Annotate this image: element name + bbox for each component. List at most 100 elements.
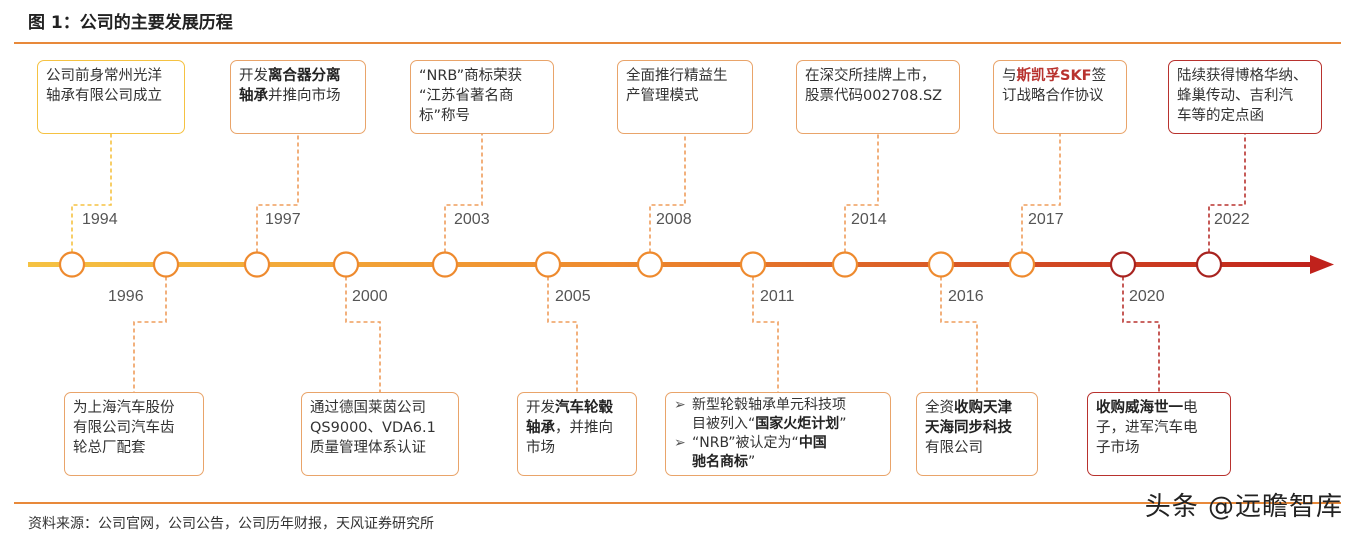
event-line: 通过德国莱茵公司 — [310, 398, 450, 418]
event-text: 目被列入“ — [692, 416, 756, 432]
event-text-emphasis: 汽车轮毂 — [555, 400, 613, 416]
year-label-1997: 1997 — [265, 211, 301, 228]
year-label-2016: 2016 — [948, 288, 984, 305]
event-line: 为上海汽车股份 — [73, 398, 195, 418]
connector-2011 — [752, 276, 779, 392]
event-line: “江苏省著名商 — [419, 86, 545, 106]
event-line: 轴承有限公司成立 — [46, 86, 176, 106]
year-label-1996: 1996 — [108, 288, 144, 305]
event-text: 订战略合作协议 — [1002, 88, 1104, 104]
event-line: 蜂巢传动、吉利汽 — [1177, 86, 1313, 106]
event-text: 开发 — [239, 68, 268, 84]
event-text: 蜂巢传动、吉利汽 — [1177, 88, 1293, 104]
event-text: 陆续获得博格华纳、 — [1177, 68, 1308, 84]
year-label-2005: 2005 — [555, 288, 591, 305]
event-line: 天海同步科技 — [925, 418, 1029, 438]
year-label-2011: 2011 — [760, 288, 795, 305]
event-line: 标”称号 — [419, 106, 545, 126]
event-text: 全资 — [925, 400, 954, 416]
event-text: 产管理模式 — [626, 88, 699, 104]
event-text: 通过德国莱茵公司 — [310, 400, 426, 416]
connector-2016 — [940, 276, 978, 392]
event-line: 轴承并推向市场 — [239, 86, 357, 106]
event-text: 股票代码002708.SZ — [805, 88, 943, 104]
bullet-text: 新型轮毂轴承单元科技项 — [692, 396, 846, 415]
figure-title: 图 1：公司的主要发展历程 — [28, 13, 233, 33]
event-text-emphasis: 斯凯孚SKF — [1016, 68, 1092, 84]
bullet-line: 目被列入“国家火炬计划” — [674, 415, 882, 434]
event-box-2022: 陆续获得博格华纳、蜂巢传动、吉利汽车等的定点函 — [1168, 60, 1322, 134]
event-text-emphasis: 天海同步科技 — [925, 420, 1012, 436]
event-text-emphasis: 离合器分离 — [268, 68, 341, 84]
bullet-arrow-icon: ➢ — [674, 397, 686, 413]
timeline-axis — [28, 262, 1313, 267]
event-line: 子市场 — [1096, 438, 1222, 458]
event-text: 市场 — [526, 440, 555, 456]
event-text-emphasis: 收购威海世一 — [1096, 400, 1183, 416]
node-2011 — [739, 251, 767, 278]
event-text-emphasis: 轴承 — [526, 420, 555, 436]
event-text: ” — [748, 454, 756, 470]
connector-2020 — [1122, 276, 1160, 392]
event-box-1994: 公司前身常州光洋轴承有限公司成立 — [37, 60, 185, 134]
year-label-2003: 2003 — [454, 211, 490, 228]
node-2008 — [636, 251, 664, 278]
event-box-2016: 全资收购天津天海同步科技有限公司 — [916, 392, 1038, 476]
event-box-2008: 全面推行精益生产管理模式 — [617, 60, 753, 134]
event-text: ” — [839, 416, 847, 432]
event-text: 有限公司汽车齿 — [73, 420, 175, 436]
event-text-emphasis: 中国 — [798, 435, 827, 451]
event-text: 子，进军汽车电 — [1096, 420, 1198, 436]
bullet-arrow-icon — [674, 453, 692, 472]
year-label-2000: 2000 — [352, 288, 388, 305]
event-line: 公司前身常州光洋 — [46, 66, 176, 86]
source-note: 资料来源：公司官网，公司公告，公司历年财报，天风证券研究所 — [28, 516, 434, 532]
event-text: 全面推行精益生 — [626, 68, 728, 84]
connector-1996 — [133, 276, 167, 392]
connector-2022 — [1208, 134, 1246, 253]
event-line: QS9000、VDA6.1 — [310, 418, 450, 438]
node-2003 — [431, 251, 459, 278]
node-2014 — [831, 251, 859, 278]
event-line: 产管理模式 — [626, 86, 744, 106]
year-label-2020: 2020 — [1129, 288, 1165, 305]
event-box-2017: 与斯凯孚SKF签订战略合作协议 — [993, 60, 1127, 134]
node-1997 — [243, 251, 271, 278]
event-text-emphasis: 国家火炬计划 — [755, 416, 840, 432]
bullet-text: 驰名商标” — [692, 453, 755, 472]
event-line: 开发汽车轮毂 — [526, 398, 628, 418]
event-line: 订战略合作协议 — [1002, 86, 1118, 106]
bullet-line: ➢“NRB”被认定为“中国 — [674, 434, 882, 453]
event-line: 在深交所挂牌上市， — [805, 66, 951, 86]
event-text: “江苏省著名商 — [419, 88, 514, 104]
event-text: 并推向市场 — [268, 88, 341, 104]
event-line: 市场 — [526, 438, 628, 458]
event-text: 轴承有限公司成立 — [46, 88, 162, 104]
event-box-2003: “NRB”商标荣获“江苏省著名商标”称号 — [410, 60, 554, 134]
event-line: 轴承，并推向 — [526, 418, 628, 438]
event-line: 有限公司汽车齿 — [73, 418, 195, 438]
bullet-arrow-icon — [674, 415, 692, 434]
bullet-text: 目被列入“国家火炬计划” — [692, 415, 847, 434]
watermark: 头条 @远瞻智库 — [1144, 492, 1343, 522]
event-box-2014: 在深交所挂牌上市， 股票代码002708.SZ — [796, 60, 960, 134]
year-label-2008: 2008 — [656, 211, 692, 228]
connector-1997 — [256, 134, 299, 253]
node-2020 — [1109, 251, 1137, 278]
node-2022 — [1195, 251, 1223, 278]
event-text: 签 — [1091, 68, 1107, 84]
event-line: 质量管理体系认证 — [310, 438, 450, 458]
year-label-2022: 2022 — [1214, 211, 1250, 228]
node-2005 — [534, 251, 562, 278]
event-line: 轮总厂配套 — [73, 438, 195, 458]
event-line: 开发离合器分离 — [239, 66, 357, 86]
node-2017 — [1008, 251, 1036, 278]
connector-2005 — [547, 276, 578, 392]
event-line: 子，进军汽车电 — [1096, 418, 1222, 438]
bullet-text: “NRB”被认定为“中国 — [692, 434, 827, 453]
connector-2000 — [345, 276, 381, 392]
event-line: 车等的定点函 — [1177, 106, 1313, 126]
connector-2017 — [1021, 134, 1061, 253]
